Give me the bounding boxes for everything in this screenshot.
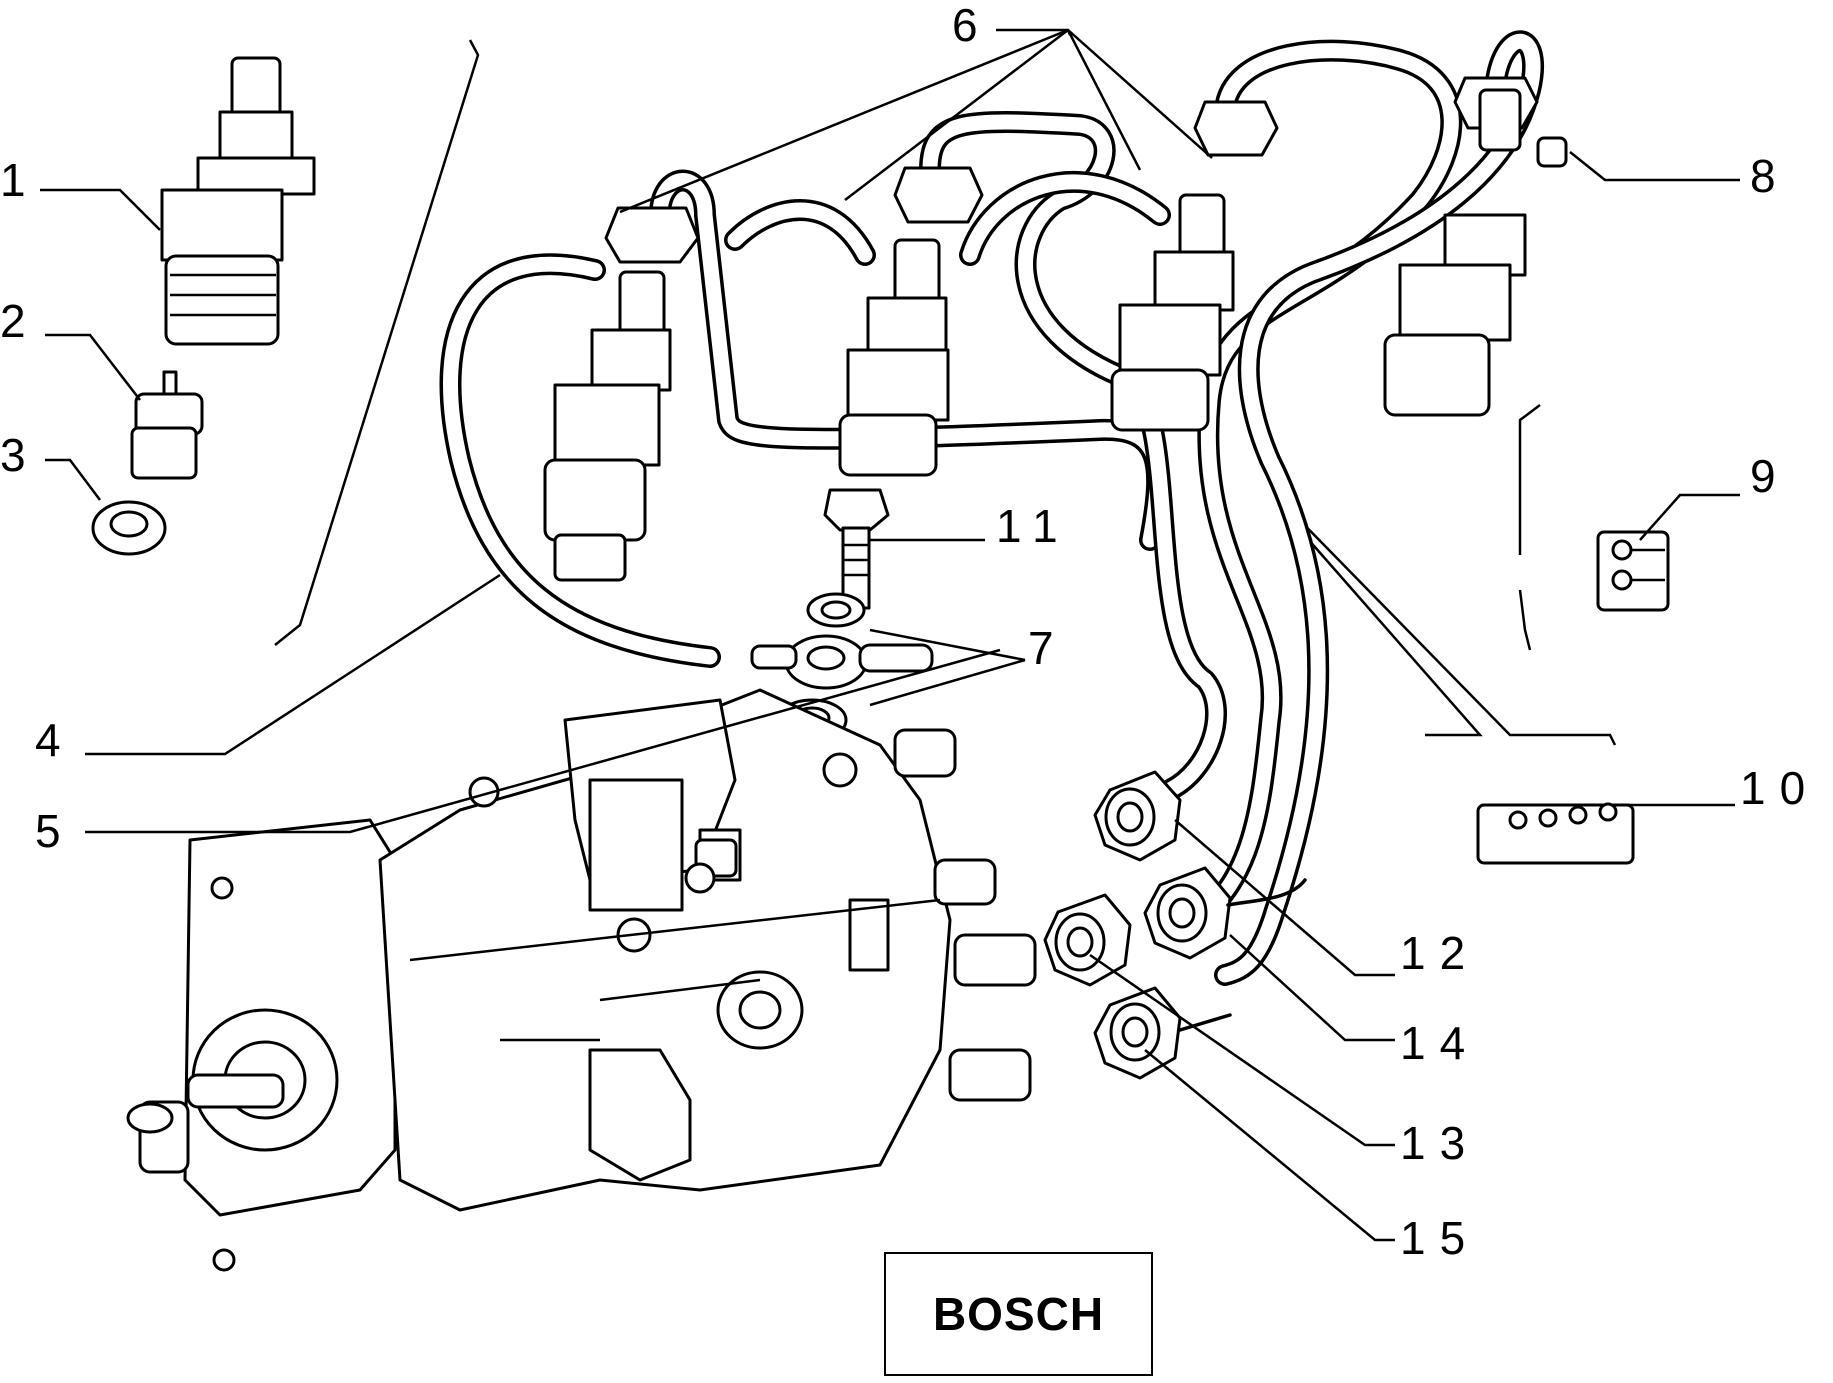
callout-6: 6 (952, 0, 992, 51)
callout-12: 12 (1400, 927, 1480, 979)
callout-10: 10 (1740, 762, 1820, 814)
protective-cap-part (1536, 136, 1568, 168)
brand-label-box: BOSCH (884, 1252, 1153, 1376)
callout-4: 4 (35, 714, 75, 766)
installed-injectors (543, 88, 1527, 582)
callout-8: 8 (1750, 150, 1790, 202)
callout-1: 1 (0, 154, 40, 206)
pipe-holder-part (1476, 802, 1635, 865)
leader-lines (40, 28, 1740, 1242)
callout-3: 3 (0, 429, 40, 481)
injection-pump (126, 688, 1037, 1272)
callout-15: 15 (1400, 1212, 1480, 1264)
brand-label: BOSCH (932, 1288, 1105, 1340)
injector-holder-part (160, 56, 316, 346)
injector-nozzle-part (130, 370, 204, 480)
pipe-clip-part (1596, 530, 1670, 612)
callout-13: 13 (1400, 1117, 1480, 1169)
callout-14: 14 (1400, 1017, 1480, 1069)
banjo-fitting-part (750, 634, 934, 690)
callout-11: 11 (996, 500, 1072, 552)
callout-7: 7 (1028, 622, 1068, 674)
callout-9: 9 (1750, 450, 1790, 502)
sealing-washer-part (91, 500, 167, 556)
banjo-bolt-part (823, 488, 890, 610)
loose-union-nuts (1043, 770, 1307, 1080)
assembly-frame-lines (274, 39, 1617, 746)
callout-5: 5 (35, 805, 75, 857)
callout-2: 2 (0, 295, 40, 347)
